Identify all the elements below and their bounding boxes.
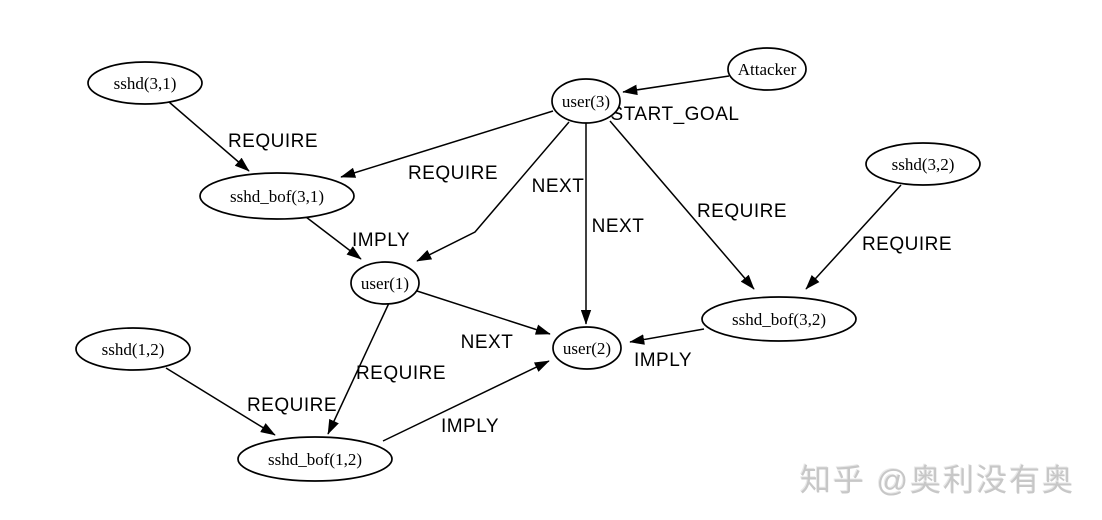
node-ellipse-sshd_bof_3_2 [701,296,857,342]
edge-line-user3-to-sshdbof31 [340,110,554,178]
edge-line-sshd31-to-sshdbof31 [168,101,250,172]
node-label-sshd_bof_3_2: sshd_bof(3,2) [732,310,826,329]
nodes-layer: sshd(3,1) Attacker user(3) sshd(3,2) sshd_bo… [75,47,981,482]
edge-label-user3-to-sshdbof32: REQUIRE [697,201,787,222]
node-attacker: Attacker [727,47,807,91]
node-user_2: user(2) [552,326,622,370]
edge-line-sshd12-to-sshdbof12 [165,367,276,436]
node-sshd_3_1: sshd(3,1) [87,61,203,105]
node-ellipse-user_1 [350,261,420,305]
edge-label-user1-to-user2: NEXT [461,332,514,353]
edges-layer: REQUIRE REQUIRE START_GOAL NEXT NEXT REQUIRE R… [165,75,952,442]
node-ellipse-sshd_3_1 [87,61,203,105]
node-sshd_3_2: sshd(3,2) [865,142,981,186]
edge-label-user3-to-user1: NEXT [532,176,585,197]
edge-line-user3-to-sshdbof32 [609,120,755,290]
node-sshd_bof_3_1: sshd_bof(3,1) [199,172,355,220]
node-user_3: user(3) [551,78,621,124]
zhihu-watermark: 知乎 @奥利没有奥 [800,463,1076,498]
edge-line-sshdbof31-to-user1 [305,216,362,260]
edge-line-user1-to-user2 [416,290,551,335]
edge-line-sshdbof32-to-user2 [629,328,705,345]
edge-line-user1-to-sshdbof12 [327,302,390,435]
node-ellipse-user_3 [551,78,621,124]
edge-label-sshdbof31-to-user1: IMPLY [352,230,410,251]
edge-line-attacker-to-user3 [622,75,730,96]
node-ellipse-sshd_1_2 [75,327,191,371]
node-label-sshd_bof_3_1: sshd_bof(3,1) [230,187,324,206]
node-ellipse-sshd_3_2 [865,142,981,186]
node-user_1: user(1) [350,261,420,305]
node-sshd_1_2: sshd(1,2) [75,327,191,371]
node-label-sshd_3_2: sshd(3,2) [892,155,955,174]
edge-label-attacker-to-user3: START_GOAL [611,104,740,125]
node-ellipse-sshd_bof_1_2 [237,436,393,482]
node-label-user_1: user(1) [361,274,409,293]
node-ellipse-user_2 [552,326,622,370]
node-sshd_bof_1_2: sshd_bof(1,2) [237,436,393,482]
edge-line-sshd32-to-sshdbof32 [805,184,902,290]
node-label-sshd_bof_1_2: sshd_bof(1,2) [268,450,362,469]
node-label-user_2: user(2) [563,339,611,358]
node-label-user_3: user(3) [562,92,610,111]
node-label-sshd_3_1: sshd(3,1) [114,74,177,93]
edge-label-sshdbof32-to-user2: IMPLY [634,350,692,371]
edge-label-sshd12-to-sshdbof12: REQUIRE [247,395,337,416]
node-ellipse-attacker [727,47,807,91]
edge-label-user3-to-sshdbof31: REQUIRE [408,163,498,184]
edge-label-sshd31-to-sshdbof31: REQUIRE [228,131,318,152]
edge-label-user1-to-sshdbof12: REQUIRE [356,363,446,384]
edge-line-user3-to-user1 [416,121,570,262]
node-sshd_bof_3_2: sshd_bof(3,2) [701,296,857,342]
edge-label-sshd32-to-sshdbof32: REQUIRE [862,234,952,255]
edge-label-user3-to-user2: NEXT [592,216,645,237]
edge-line-sshdbof12-to-user2 [382,360,550,442]
edge-label-sshdbof12-to-user2: IMPLY [441,416,499,437]
node-label-sshd_1_2: sshd(1,2) [102,340,165,359]
node-label-attacker: Attacker [738,60,797,79]
node-ellipse-sshd_bof_3_1 [199,172,355,220]
